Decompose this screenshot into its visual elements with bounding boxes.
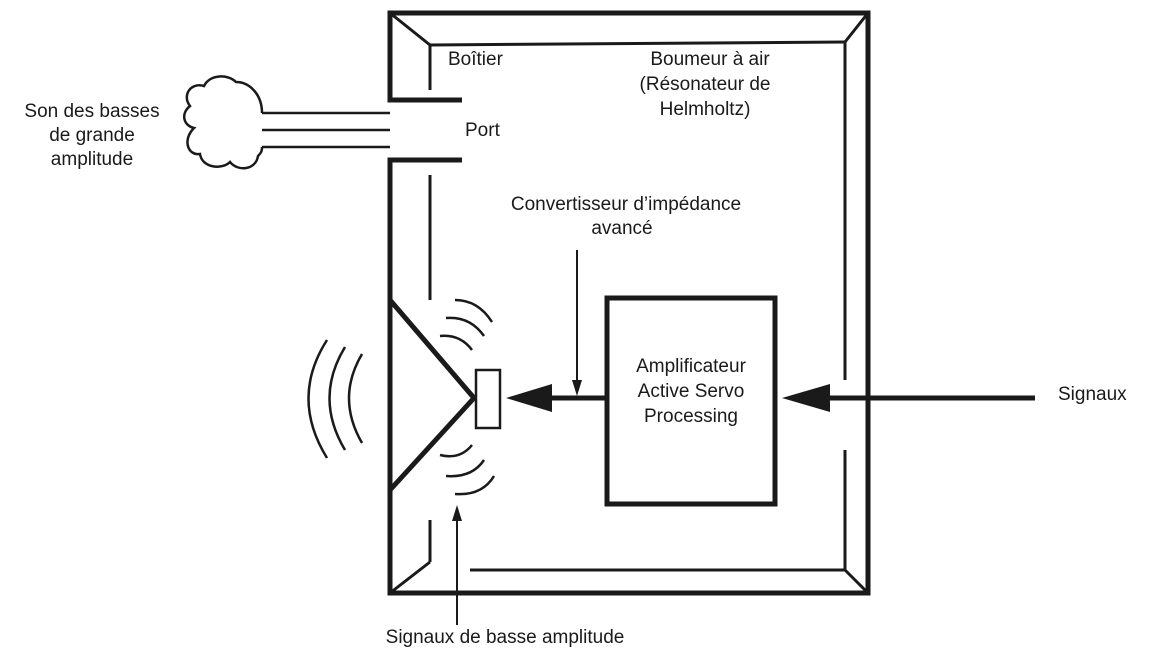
speaker-cone (388, 298, 478, 492)
resonator-label-line3: Helmholtz) (660, 99, 751, 120)
resonator-label-line1: Boumeur à air (650, 49, 770, 70)
amplifier-box (604, 295, 778, 507)
voice-coil (474, 368, 502, 430)
bass-label-line2: de grande (49, 125, 135, 146)
bass-label-line1: Son des basses (24, 101, 159, 122)
low-signals-label: Signaux de basse amplitude (386, 627, 625, 648)
port-air-flow-lines (262, 111, 390, 149)
sound-waves-inner-upper (439, 298, 494, 351)
signals-label: Signaux (1058, 384, 1127, 405)
converter-label-line1: Convertisseur d’impédance (511, 194, 741, 215)
bass-label-line3: amplitude (51, 149, 133, 170)
amplifier-label-line1: Amplificateur (636, 356, 746, 377)
bass-sound-cloud-icon (182, 75, 264, 170)
enclosure-inner-frame (389, 11, 870, 595)
port-tube (390, 97, 462, 163)
converter-pointer-arrow (572, 250, 582, 396)
amplifier-label-line2: Active Servo (638, 381, 745, 402)
sound-waves-left (307, 339, 364, 459)
port-label: Port (465, 120, 501, 141)
enclosure-label: Boîtier (448, 49, 504, 70)
amplifier-output-arrow (506, 384, 607, 412)
resonator-label-line2: (Résonateur de (640, 74, 771, 95)
amplifier-label-line3: Processing (644, 406, 738, 427)
input-signal-arrow (782, 384, 1035, 412)
sound-waves-inner-lower (439, 444, 496, 496)
low-signal-pointer-arrow (452, 505, 462, 625)
converter-label-line2: avancé (591, 218, 652, 239)
enclosure-outer-wall (387, 10, 871, 596)
